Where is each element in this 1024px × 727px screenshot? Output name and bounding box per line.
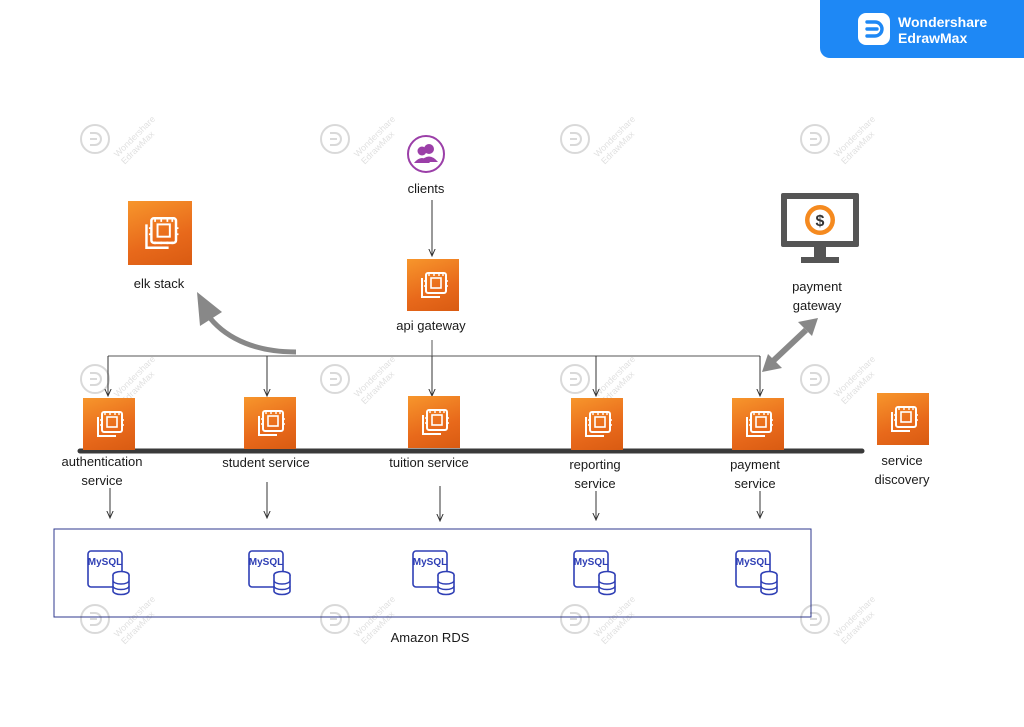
- mysql-database-icon: MySQL: [248, 550, 292, 596]
- payment-gateway-label-line2: gateway: [792, 298, 842, 313]
- mysql-label: MySQL: [413, 557, 447, 568]
- service-discovery-label-line1: service: [881, 453, 923, 468]
- service-label-line1: payment: [730, 457, 780, 472]
- student-service-ec2-icon: [244, 397, 296, 449]
- users-icon: [406, 134, 446, 174]
- clients-label: clients: [407, 181, 445, 196]
- brand-name: Wondershare EdrawMax: [898, 14, 987, 46]
- service-label-line2: service: [574, 476, 616, 491]
- edrawmax-logo-icon: [858, 13, 890, 45]
- reporting-service-ec2-icon: [571, 398, 623, 450]
- elk-stack-label: elk stack: [133, 276, 185, 291]
- mysql-label: MySQL: [88, 557, 122, 568]
- service-label-line2: service: [81, 473, 123, 488]
- mysql-label: MySQL: [574, 557, 608, 568]
- payment-gateway-arrowhead-start: [762, 354, 782, 372]
- brand-line-1: Wondershare: [898, 14, 988, 30]
- api-gateway-ec2-icon: [407, 259, 459, 311]
- amazon-rds-container: [53, 528, 812, 618]
- payment-gateway-label: payment gateway: [792, 277, 842, 315]
- tuition-service-ec2-icon: [408, 396, 460, 448]
- amazon-rds-label: Amazon RDS: [390, 630, 470, 645]
- api-gateway-label: api gateway: [396, 318, 466, 333]
- authentication-service-ec2-icon: [83, 398, 135, 450]
- service-discovery-label-line2: discovery: [874, 472, 930, 487]
- mysql-label: MySQL: [249, 557, 283, 568]
- service-label-line2: service: [734, 476, 776, 491]
- student-service-label: student service: [222, 455, 310, 470]
- mysql-database-icon: MySQL: [735, 550, 779, 596]
- service-label-line1: authentication: [61, 454, 143, 469]
- mysql-label: MySQL: [736, 557, 770, 568]
- authentication-service-label: authentication service: [62, 452, 143, 490]
- payment-gateway-arrowhead-end: [798, 318, 818, 336]
- mysql-database-icon: MySQL: [573, 550, 617, 596]
- payment-gateway-link: [769, 327, 809, 365]
- payment-monitor-icon: $: [779, 191, 861, 267]
- svg-text:$: $: [816, 213, 825, 230]
- service-discovery-ec2-icon: [877, 393, 929, 445]
- brand-badge: Wondershare EdrawMax: [820, 0, 1024, 58]
- payment-service-label: payment service: [730, 455, 780, 493]
- mysql-database-icon: MySQL: [412, 550, 456, 596]
- service-discovery-label: service discovery: [875, 451, 930, 489]
- elk-arrowhead: [197, 292, 222, 326]
- elk-stack-ec2-icon: [128, 201, 192, 265]
- tuition-service-label: tuition service: [389, 455, 469, 470]
- service-label-line1: reporting: [569, 457, 621, 472]
- payment-gateway-label-line1: payment: [792, 279, 842, 294]
- elk-curved-arrow: [208, 316, 297, 355]
- payment-service-ec2-icon: [732, 398, 784, 450]
- brand-line-2: EdrawMax: [898, 30, 968, 46]
- mysql-database-icon: MySQL: [87, 550, 131, 596]
- reporting-service-label: reporting service: [569, 455, 620, 493]
